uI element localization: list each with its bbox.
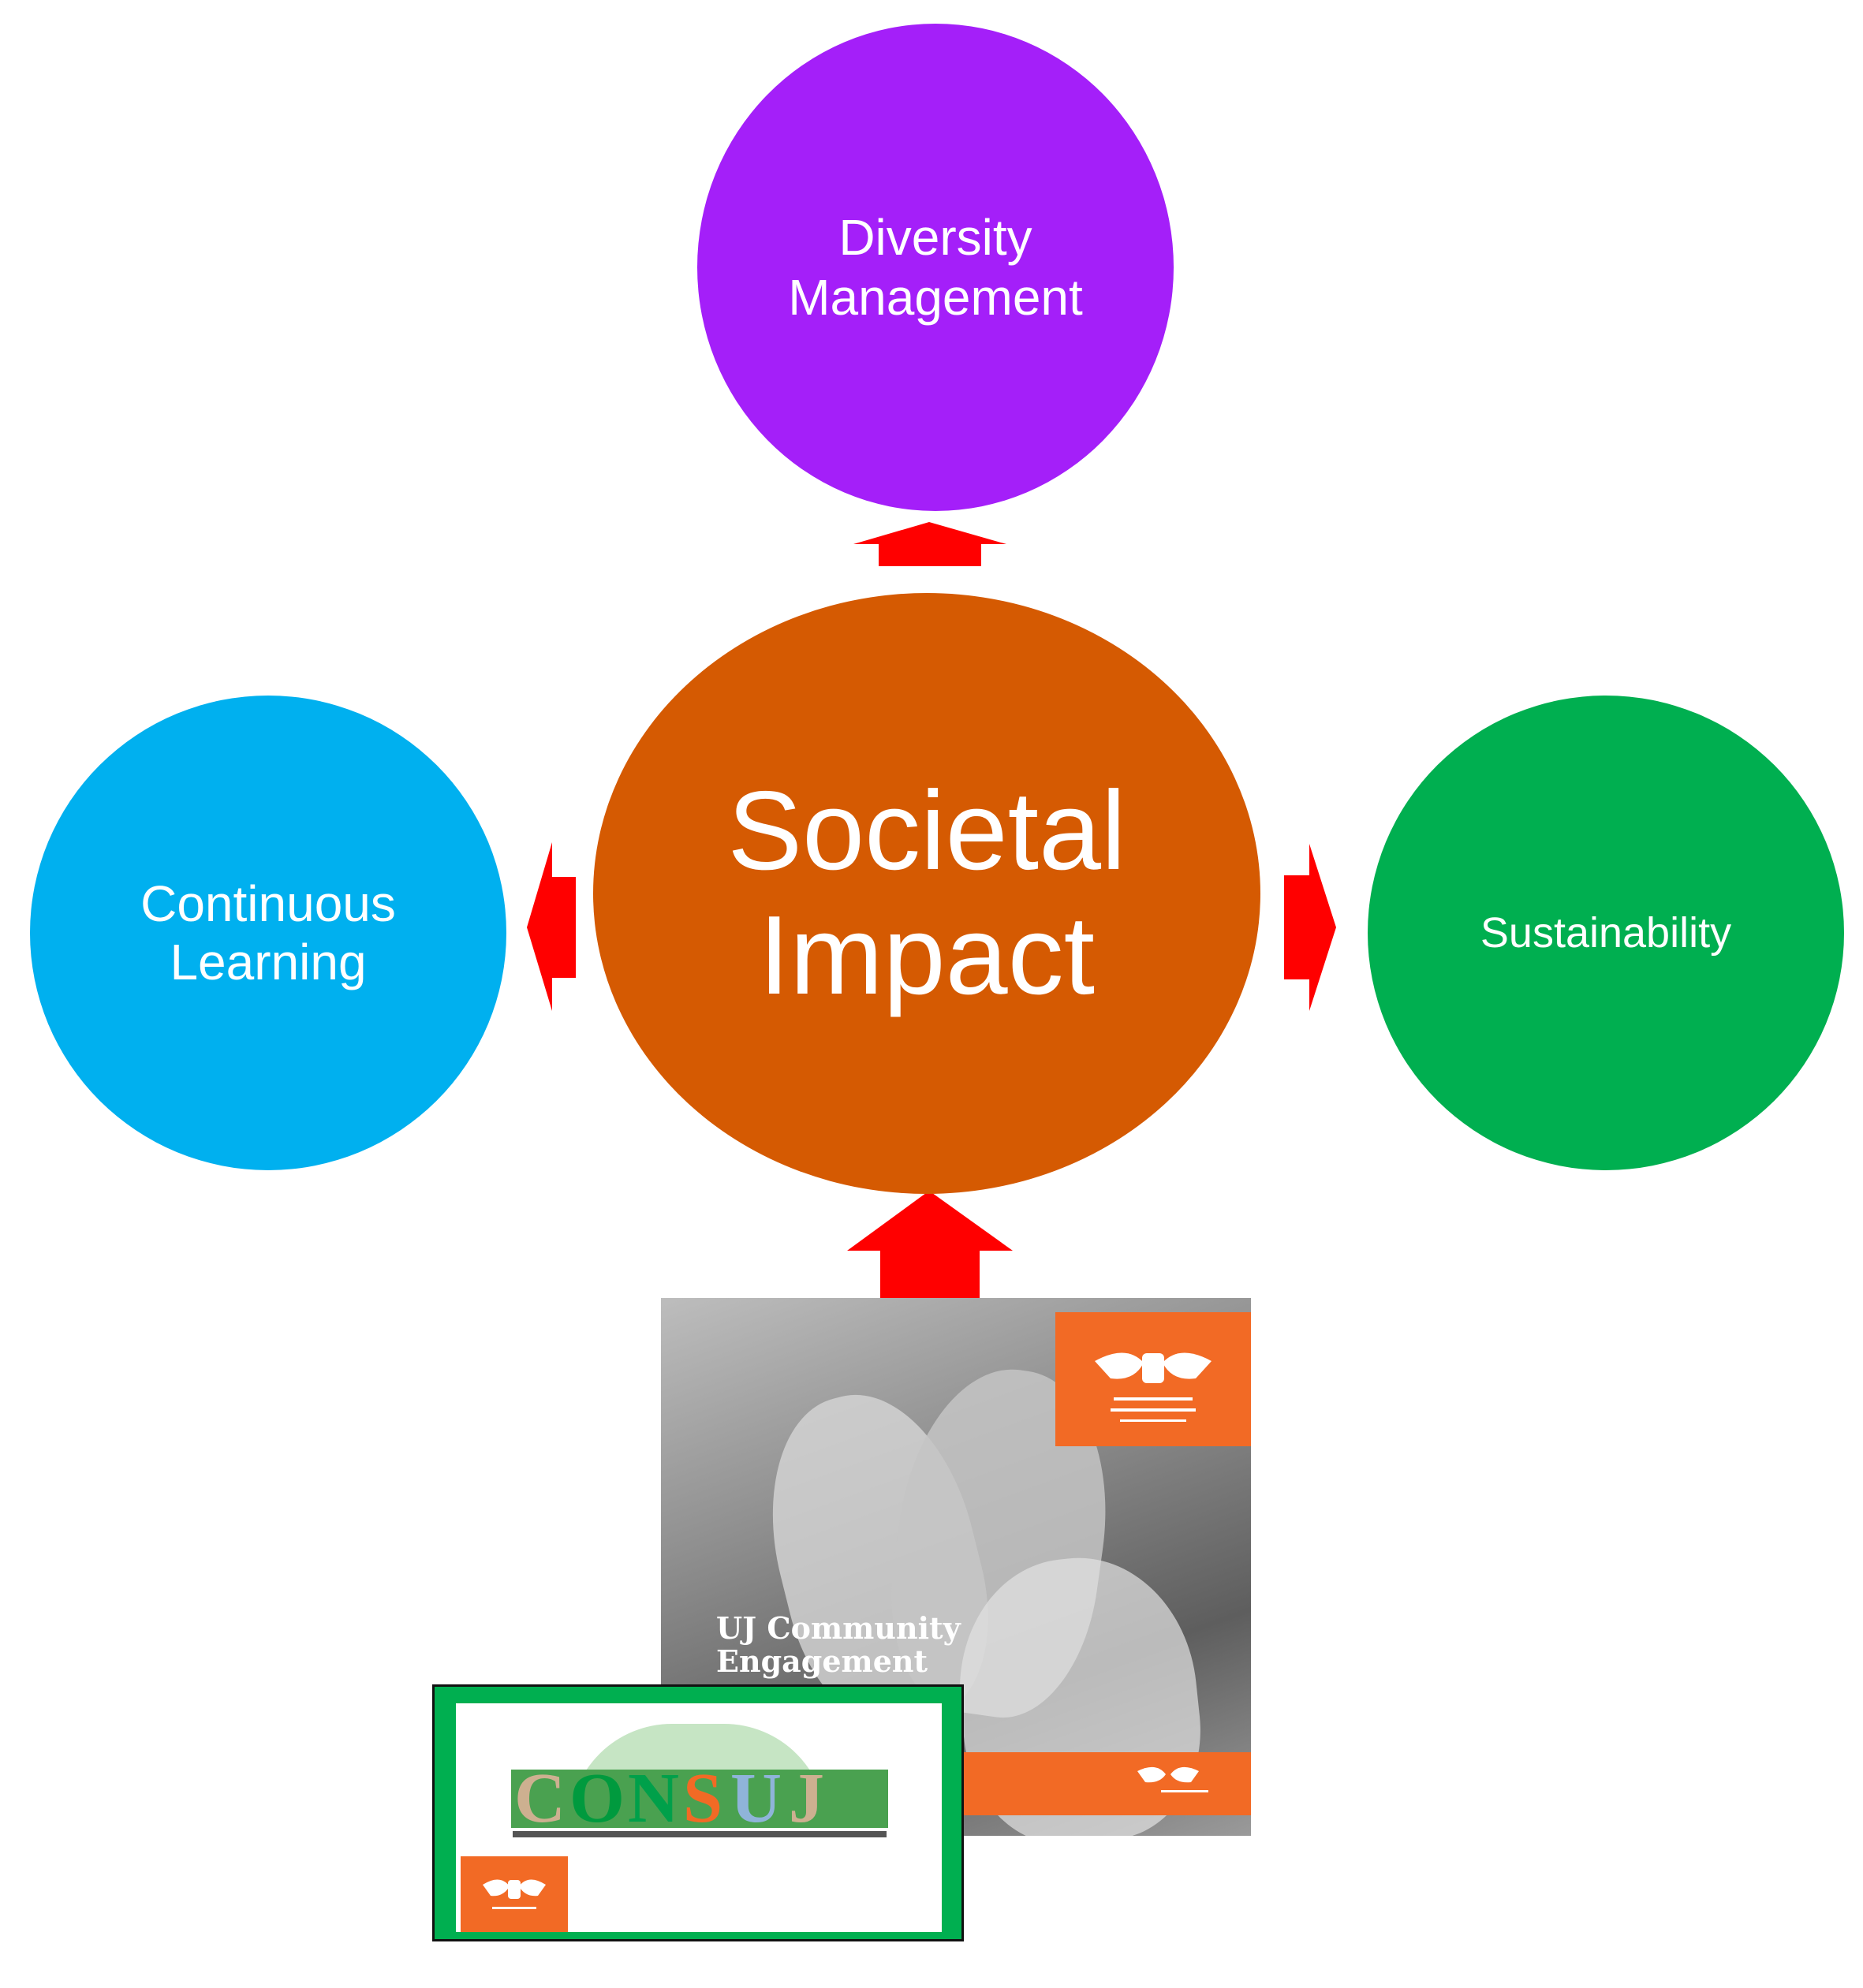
consuj-banner xyxy=(511,1770,888,1828)
consuj-letter-j: J xyxy=(789,1759,824,1837)
consuj-letter-o: O xyxy=(569,1759,625,1837)
consuj-letter-u: U xyxy=(730,1759,782,1837)
societal-impact-node: Societal Impact xyxy=(593,593,1260,1194)
consuj-letter-c: C xyxy=(514,1759,566,1837)
brochure-title-line2: Engagement xyxy=(716,1643,928,1679)
uj-footer-emblem-icon xyxy=(1137,1766,1208,1792)
societal-label-line1: Societal xyxy=(727,768,1126,893)
brochure-footer-band xyxy=(962,1752,1251,1815)
uj-logo-box xyxy=(1055,1312,1251,1446)
consuj-letter-s: S xyxy=(683,1759,723,1837)
arrow-up-top xyxy=(853,522,1006,566)
learning-label-line2: Learning xyxy=(170,934,367,990)
card-uj-logo xyxy=(461,1856,568,1932)
card-uj-emblem-icon xyxy=(483,1879,546,1909)
diversity-label-line2: Management xyxy=(788,269,1083,326)
brochure-title: UJ Community Engagement xyxy=(716,1612,1047,1678)
diversity-label-line1: Diversity xyxy=(838,209,1032,266)
uj-emblem-icon xyxy=(1095,1352,1212,1422)
continuous-learning-node: Continuous Learning xyxy=(30,696,506,1170)
arrow-up-bottom xyxy=(847,1191,1013,1298)
consuj-subtitle-rule xyxy=(513,1831,887,1837)
consuj-letter-n: N xyxy=(628,1759,679,1837)
societal-label-line2: Impact xyxy=(758,893,1096,1018)
sustainability-node: Sustainability xyxy=(1368,696,1844,1170)
sustainability-label: Sustainability xyxy=(1480,909,1732,957)
arrow-left xyxy=(527,842,576,1011)
brochure-title-line1: UJ Community xyxy=(716,1610,961,1646)
diversity-management-node: Diversity Management xyxy=(697,24,1174,511)
arrow-right xyxy=(1284,844,1336,1011)
learning-label-line1: Continuous xyxy=(140,875,396,932)
